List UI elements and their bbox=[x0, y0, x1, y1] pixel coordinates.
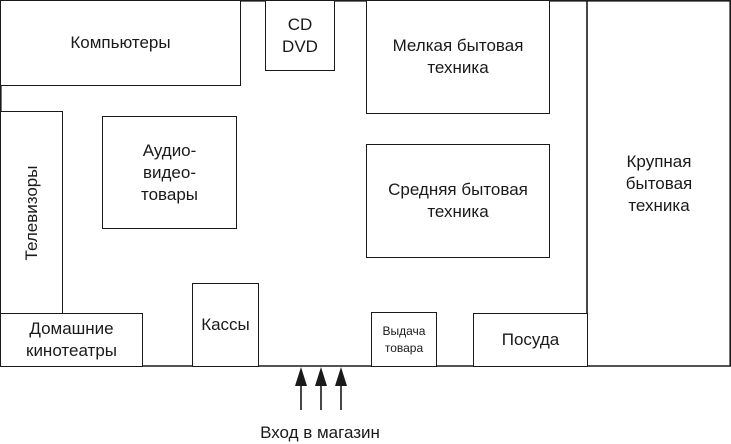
department-home-theaters: Домашние кинотеатры bbox=[0, 313, 143, 367]
department-computers-label: Компьютеры bbox=[70, 33, 171, 52]
entrance-arrow-icon bbox=[315, 367, 327, 410]
department-small-appliances-label: Мелкая бытовая техника bbox=[392, 36, 524, 77]
department-large-appliances-label: Крупная бытовая техника bbox=[625, 151, 693, 215]
department-dishes: Посуда bbox=[473, 313, 588, 367]
entrance-arrows bbox=[295, 367, 347, 410]
department-cd-dvd-label: CD DVD bbox=[282, 14, 318, 56]
department-large-appliances: Крупная бытовая техника bbox=[588, 2, 730, 365]
department-medium-appliances: Средняя бытовая техника bbox=[366, 144, 550, 258]
department-audio-video-label: Аудио- видео- товары bbox=[140, 140, 199, 204]
department-pickup: Выдача товара bbox=[371, 312, 437, 367]
department-checkouts: Кассы bbox=[192, 283, 259, 367]
department-pickup-label: Выдача товара bbox=[382, 323, 426, 355]
department-home-theaters-label: Домашние кинотеатры bbox=[26, 319, 117, 360]
department-computers: Компьютеры bbox=[0, 0, 241, 86]
department-small-appliances: Мелкая бытовая техника bbox=[366, 0, 550, 114]
department-cd-dvd: CD DVD bbox=[265, 0, 335, 71]
entrance-arrow-icon bbox=[295, 367, 307, 410]
entrance-label: Вход в магазин bbox=[260, 423, 380, 442]
department-medium-appliances-label: Средняя бытовая техника bbox=[388, 180, 528, 221]
department-checkouts-label: Кассы bbox=[201, 315, 250, 334]
entrance-arrow-icon bbox=[335, 367, 347, 410]
department-audio-video: Аудио- видео- товары bbox=[102, 116, 237, 229]
department-dishes-label: Посуда bbox=[501, 330, 560, 349]
department-televisions: Телевизоры bbox=[0, 111, 63, 314]
department-televisions-label: Телевизоры bbox=[21, 165, 41, 260]
